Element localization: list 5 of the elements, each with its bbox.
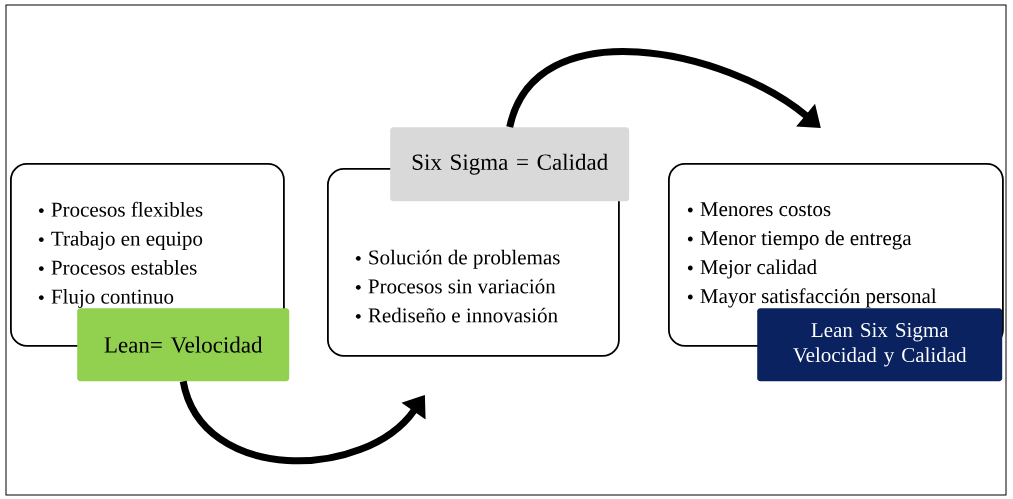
curved-arrow — [506, 48, 821, 129]
label-box: Six Sigma = Calidad — [390, 127, 630, 202]
curved-arrow — [179, 380, 426, 464]
label-box: Lean= Velocidad — [77, 308, 290, 382]
label-box: Lean Six Sigma Velocidad y Calidad — [757, 308, 1003, 382]
